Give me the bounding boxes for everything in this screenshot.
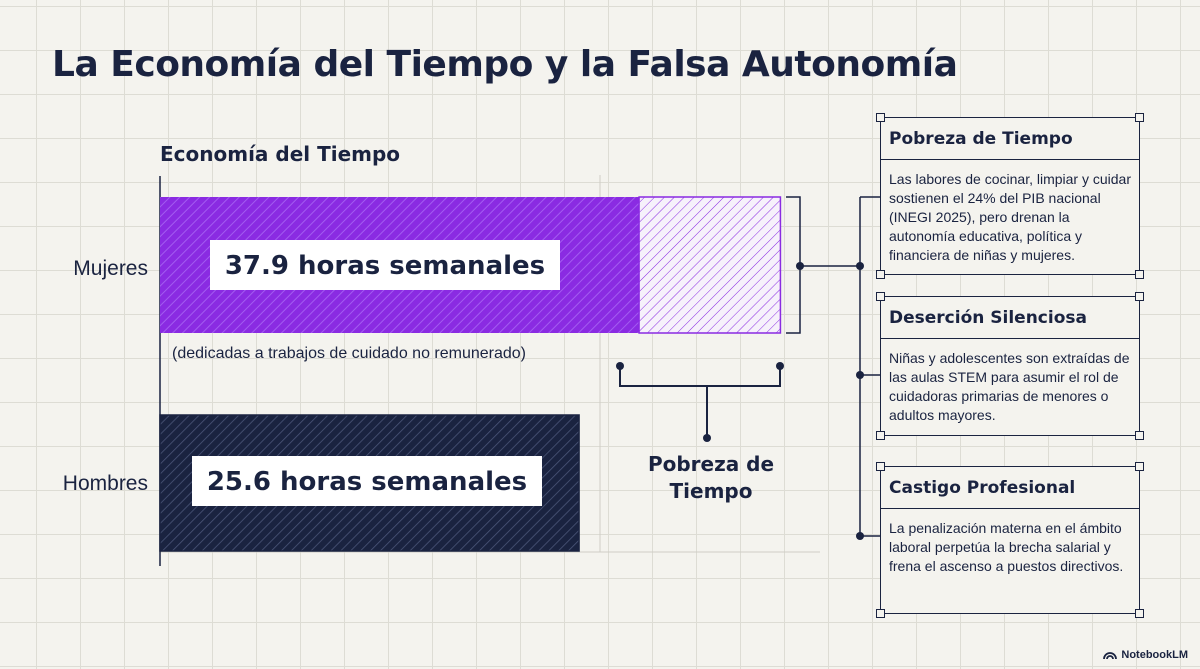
value-label-box-mujeres [210, 240, 560, 290]
card-title: Deserción Silenciosa [881, 297, 1139, 339]
brand-name: NotebookLM [1121, 649, 1188, 661]
connector-dot-junction-3 [856, 532, 864, 540]
card-handle [876, 431, 885, 440]
notebooklm-logo-icon [1103, 652, 1118, 660]
connector-tree [786, 196, 880, 537]
card-body: Las labores de cocinar, limpiar y cuidar… [889, 171, 1132, 263]
card-title: Pobreza de Tiempo [881, 118, 1139, 160]
bar-excess-pobreza-tiempo [638, 196, 782, 334]
card-desercion-silenciosa: Deserción Silenciosa Niñas y adolescente… [876, 292, 1144, 440]
bar-annotation: (dedicadas a trabajos de cuidado no remu… [172, 345, 526, 362]
card-handle [1135, 462, 1144, 471]
connector-dot-bracket [796, 262, 804, 270]
card-title: Castigo Profesional [881, 467, 1139, 509]
card-handle [1135, 431, 1144, 440]
card-handle [1135, 270, 1144, 279]
brace-label-line1: Pobreza de [648, 452, 774, 476]
brand-mark: NotebookLM [1103, 649, 1188, 661]
pobreza-tiempo-brace [619, 366, 781, 436]
value-label-mujeres: 37.9 horas semanales [225, 251, 545, 281]
brace-dot-left [616, 362, 624, 370]
connector-dot-junction-2 [856, 371, 864, 379]
card-handle [1135, 609, 1144, 618]
brace-dot-right [776, 362, 784, 370]
card-handle [1135, 113, 1144, 122]
card-handle [876, 462, 885, 471]
connector-dot-junction-1 [856, 262, 864, 270]
card-handle [876, 113, 885, 122]
value-label-hombres: 25.6 horas semanales [207, 467, 527, 497]
card-handle [1135, 292, 1144, 301]
category-label-mujeres: Mujeres [73, 257, 148, 280]
card-castigo-profesional: Castigo Profesional La penalización mate… [876, 462, 1144, 618]
value-label-box-hombres [192, 456, 542, 506]
brace-dot-bottom [703, 434, 711, 442]
chart-title: Economía del Tiempo [160, 142, 401, 166]
card-handle [876, 609, 885, 618]
card-handle [876, 292, 885, 301]
card-body: La penalización materna en el ámbito lab… [889, 520, 1124, 574]
brace-label-line2: Tiempo [670, 479, 753, 503]
category-label-hombres: Hombres [63, 472, 148, 495]
card-pobreza-tiempo: Pobreza de Tiempo Las labores de cocinar… [876, 113, 1144, 279]
card-handle [876, 270, 885, 279]
page-title: La Economía del Tiempo y la Falsa Autono… [52, 44, 958, 85]
card-body: Niñas y adolescentes son extraídas de la… [889, 350, 1130, 423]
